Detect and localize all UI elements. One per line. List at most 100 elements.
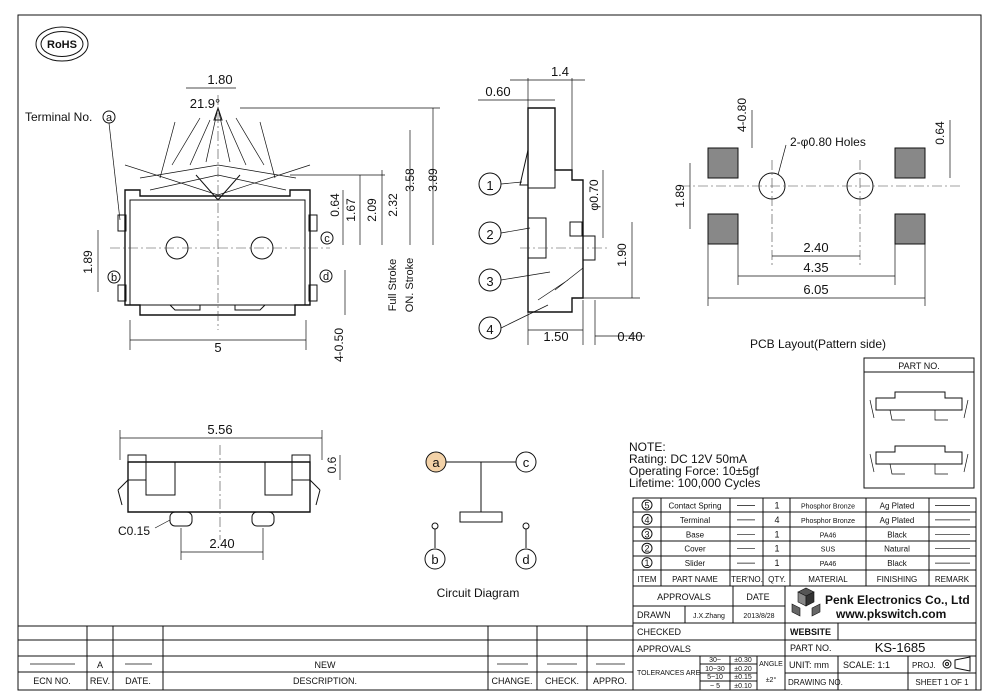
dim-4-0-50: 4-0.50 — [332, 328, 346, 362]
tb-drawn-date: 2013/8/28 — [743, 613, 774, 620]
bom-head-material: MATERIAL — [808, 575, 848, 584]
bom-head-finishing: FINISHING — [877, 575, 917, 584]
dim-1-50: 1.50 — [543, 329, 568, 344]
full-stroke-label: Full Stroke — [387, 259, 399, 312]
tb-drawn: DRAWN — [637, 610, 671, 620]
pcb-layout-caption: PCB Layout(Pattern side) — [750, 337, 886, 351]
bom-cell-name: Base — [686, 530, 705, 539]
projection-icon — [942, 656, 971, 672]
tb-tolerances: TOLERANCES ARE — [637, 670, 701, 677]
pcb-dim-4-35: 4.35 — [803, 260, 828, 275]
pcb-holes-label: 2-φ0.80 Holes — [790, 135, 866, 149]
bom-cell-fin: Ag Plated — [880, 502, 915, 511]
terminal-a-mark: a — [106, 112, 113, 124]
dim-1-80: 1.80 — [207, 72, 232, 87]
bom-cell-name: Contact Spring — [669, 502, 722, 511]
revision-block: A NEW ECN NO. REV. DATE. DESCRIPTION. CH… — [17, 625, 634, 691]
bottom-view: 5.56 0.6 C0.15 2.40 — [117, 422, 341, 560]
bom-cell-qty: 1 — [774, 501, 779, 511]
dim-2-09: 2.09 — [365, 198, 379, 222]
dim-1-89-front: 1.89 — [81, 250, 95, 274]
dim-5: 5 — [214, 340, 221, 355]
dim-c0-15: C0.15 — [118, 524, 150, 538]
tb-tol-2-value: ±0.15 — [734, 674, 752, 681]
tb-sheet: SHEET 1 OF 1 — [915, 678, 969, 687]
notes: NOTE: Rating: DC 12V 50mA Operating Forc… — [629, 440, 760, 490]
tb-angle: ANGLE — [759, 661, 783, 668]
bom-head-qty: QTY. — [768, 575, 786, 584]
callout-1: 1 — [486, 178, 493, 193]
bom-item-circle — [641, 499, 653, 511]
tb-tol-0-range: 30~ — [709, 657, 721, 664]
dim-3-89: 3.89 — [426, 168, 440, 192]
bom-item-circle — [641, 528, 653, 540]
bom-cell-name: Cover — [684, 545, 706, 554]
tb-tol-3-range: ~ 5 — [710, 683, 720, 690]
bom-cell-fin: Ag Plated — [880, 516, 915, 525]
rev-head-description: DESCRIPTION. — [293, 676, 357, 686]
pcb-dim-4-0-80: 4-0.80 — [735, 98, 749, 132]
tb-website: WEBSITE — [790, 627, 831, 637]
bom-head-remark: REMARK — [935, 575, 970, 584]
circuit-b: b — [431, 552, 438, 567]
company-website: www.pkswitch.com — [835, 607, 946, 621]
bom-cell-name: Terminal — [680, 516, 710, 525]
terminal-c-mark: c — [324, 233, 330, 245]
dim-2-40-bottom: 2.40 — [209, 536, 234, 551]
tb-scale: SCALE: 1:1 — [843, 660, 890, 670]
rev-head-rev: REV. — [90, 676, 110, 686]
bom-cell-fin: Natural — [884, 545, 910, 554]
tb-unit: UNIT: mm — [789, 660, 829, 670]
bom-head-item: ITEM — [637, 575, 656, 584]
front-view: 1.80 21.9° Terminal No. a 1.89 b c d 5 4… — [25, 72, 440, 362]
terminal-d-mark: d — [323, 271, 329, 283]
company-name: Penk Electronics Co., Ltd — [825, 593, 970, 607]
callout-3: 3 — [486, 274, 493, 289]
dim-0-60: 0.60 — [485, 84, 510, 99]
dim-21-9-deg: 21.9° — [190, 96, 221, 111]
tb-tol-3-value: ±0.10 — [734, 683, 752, 690]
pcb-dim-2-40: 2.40 — [803, 240, 828, 255]
tb-part-no-label: PART NO. — [790, 643, 832, 653]
tb-part-no: KS-1685 — [875, 640, 926, 655]
terminal-no-label: Terminal No. — [25, 110, 92, 124]
circuit-diagram: a c b d Circuit Diagram — [424, 451, 537, 600]
dim-0-6: 0.6 — [325, 456, 339, 473]
bom-cell-item: 5 — [644, 501, 649, 511]
bom-cell-mat: Phosphor Bronze — [801, 518, 855, 525]
rev-head-date: DATE. — [125, 676, 151, 686]
bom-cell-item: 2 — [644, 544, 649, 554]
note-lifetime: Lifetime: 100,000 Cycles — [629, 476, 760, 490]
part-no-box-title: PART NO. — [898, 361, 940, 371]
part-no-box: PART NO. — [863, 357, 975, 489]
pcb-dim-6-05: 6.05 — [803, 282, 828, 297]
tb-tol-1-value: ±0.20 — [734, 666, 752, 673]
tb-drawn-by: J.X.Zhang — [693, 613, 725, 620]
dim-1-90: 1.90 — [615, 243, 629, 267]
tb-tol-2-range: 5~10 — [707, 674, 723, 681]
bom-cell-mat: SUS — [821, 547, 836, 554]
bom-head-ter: TER'NO. — [731, 575, 763, 584]
dim-1-67: 1.67 — [344, 198, 358, 222]
bom-cell-item: 4 — [644, 515, 649, 525]
circuit-caption: Circuit Diagram — [437, 586, 520, 600]
dim-1-4: 1.4 — [551, 64, 569, 79]
bom-cell-mat: Phosphor Bronze — [801, 504, 855, 511]
tb-drawing-no: DRAWING NO. — [788, 678, 843, 687]
bom-cell-name: Slider — [685, 559, 706, 568]
circuit-c: c — [523, 455, 530, 470]
rev-head-change: CHANGE. — [491, 676, 532, 686]
callout-2: 2 — [486, 227, 493, 242]
note-rating: Rating: DC 12V 50mA — [629, 452, 747, 466]
note-force: Operating Force: 10±5gf — [629, 464, 760, 478]
pcb-layout: 4-0.80 2-φ0.80 Holes 0.64 1.89 2.40 4.35… — [673, 98, 960, 351]
on-stroke-label: ON. Stroke — [404, 258, 416, 312]
rev-desc-value: NEW — [315, 660, 337, 670]
tb-proj: PROJ. — [912, 661, 936, 670]
bom-cell-item: 1 — [644, 558, 649, 568]
dim-2-32: 2.32 — [386, 193, 400, 217]
side-view: 1.4 0.60 φ0.70 1.90 1.50 0.40 1 2 3 4 — [478, 64, 645, 345]
dim-0-64-front: 0.64 — [328, 193, 342, 217]
